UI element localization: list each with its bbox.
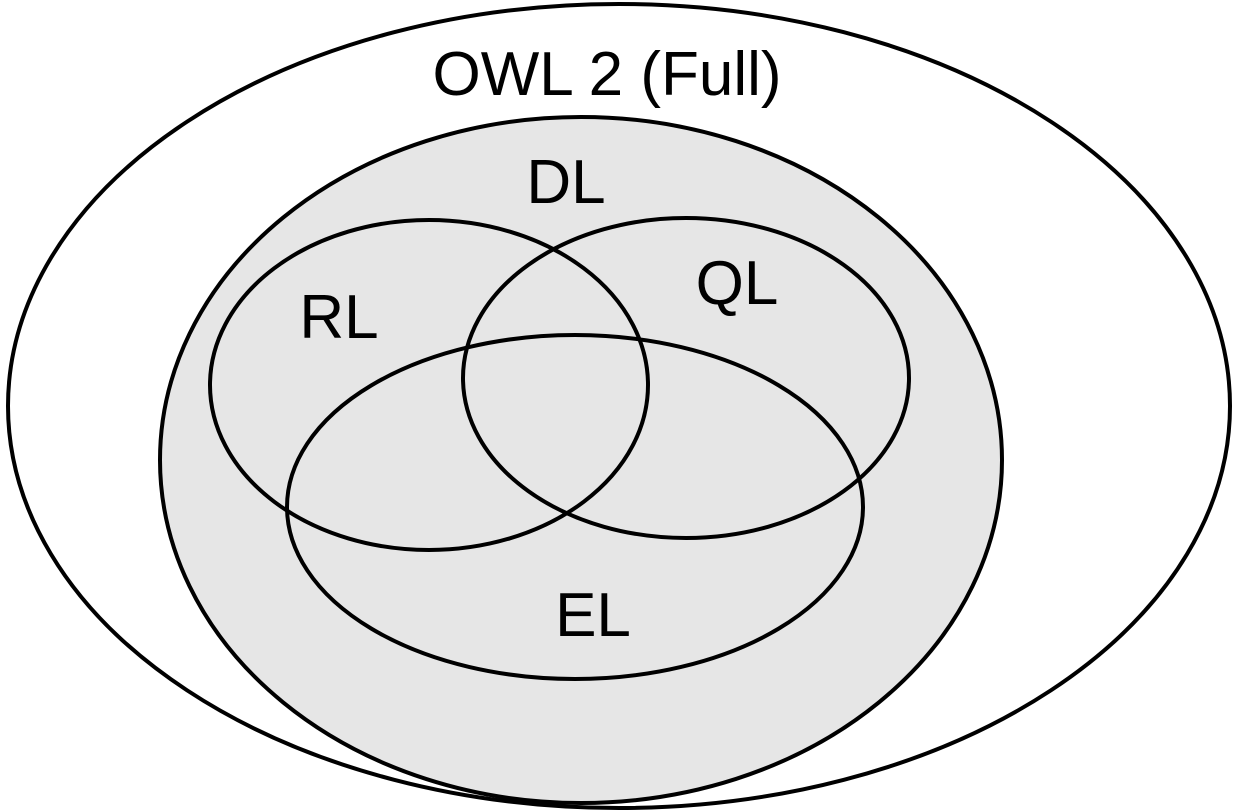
ql-ellipse bbox=[461, 216, 911, 540]
owl2-full-label: OWL 2 (Full) bbox=[432, 40, 781, 109]
rl-ellipse bbox=[208, 218, 650, 552]
rl-label: RL bbox=[299, 283, 378, 352]
ql-label: QL bbox=[696, 249, 779, 318]
el-ellipse bbox=[285, 333, 865, 681]
dl-label: DL bbox=[526, 148, 605, 217]
el-label: EL bbox=[555, 581, 631, 650]
dl-ellipse bbox=[158, 115, 1004, 805]
